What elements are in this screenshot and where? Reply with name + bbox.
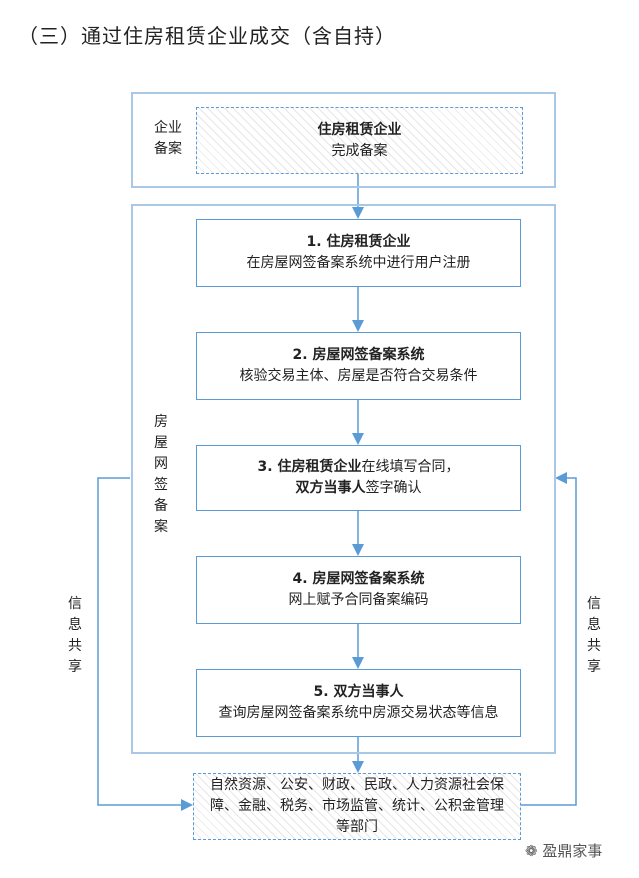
step-2-box: 2. 房屋网签备案系统 核验交易主体、房屋是否符合交易条件 [196,332,521,400]
page-title: （三）通过住房租赁企业成交（含自持） [18,24,396,48]
wechat-icon: ❁ [525,842,538,860]
online-filing-frame [131,204,556,754]
step-1-box: 1. 住房租赁企业 在房屋网签备案系统中进行用户注册 [196,219,521,287]
enterprise-filing-label: 企业 备案 [154,120,182,157]
watermark: ❁ 盈鼎家事 [525,842,603,860]
enterprise-filing-box: 住房租赁企业 完成备案 [196,107,523,174]
enterprise-filing-frame [131,92,556,188]
online-filing-label: 房屋网签备案 [154,414,168,535]
step-4-box: 4. 房屋网签备案系统 网上赋予合同备案编码 [196,556,521,624]
step-3-box: 3. 住房租赁企业在线填写合同， 双方当事人签字确认 [196,445,521,511]
departments-box: 自然资源、公安、财政、民政、人力资源社会保障、金融、税务、市场监管、统计、公积金… [193,773,521,840]
step-5-box: 5. 双方当事人 查询房屋网签备案系统中房源交易状态等信息 [196,669,521,737]
info-share-right-label: 信息共享 [587,596,601,675]
info-share-left-label: 信息共享 [68,596,82,675]
arrow-left-info-share [97,477,193,811]
arrow-right-info-share [520,472,577,806]
